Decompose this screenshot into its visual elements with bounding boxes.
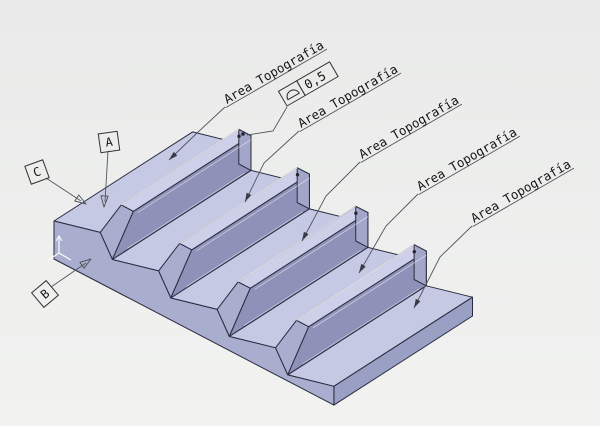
- highlight-edge: [137, 139, 252, 213]
- highlight-edge: [179, 167, 298, 244]
- leader-arrow: [359, 263, 366, 273]
- leader-dot: [241, 132, 245, 136]
- datum-arrow: [100, 195, 109, 208]
- leader-line: [244, 130, 300, 203]
- label-underline: [472, 167, 575, 228]
- datum-box: [97, 130, 121, 154]
- datum-flag-c[interactable]: C: [24, 159, 87, 205]
- model-face-rib-end-3[interactable]: [355, 205, 369, 248]
- rib-target-dot-4: [412, 250, 417, 254]
- label-underline: [225, 48, 328, 109]
- leader-line: [104, 150, 109, 203]
- rib-target-dot-1: [237, 134, 241, 138]
- leader-line: [358, 193, 419, 274]
- leader-arrow: [302, 231, 309, 241]
- leader-arrow: [169, 151, 178, 160]
- highlight-edge: [185, 211, 303, 288]
- axis-line: [46, 252, 60, 262]
- datum-letter[interactable]: A: [104, 135, 114, 150]
- leader-line: [246, 106, 288, 136]
- model-face-front[interactable]: [53, 220, 335, 406]
- model-3d-part[interactable]: [53, 128, 473, 406]
- axis-triad-icon: [46, 234, 72, 262]
- leader-line: [301, 161, 361, 242]
- leader-line: [50, 262, 87, 288]
- rib-target-dot-3: [354, 211, 358, 215]
- label-underline: [418, 135, 521, 196]
- datum-flag-a[interactable]: A: [97, 130, 121, 208]
- rib-target-dot-2: [295, 173, 300, 177]
- leader-arrow: [245, 192, 252, 202]
- leader-line: [413, 225, 473, 309]
- edge-highlights: [120, 128, 427, 365]
- highlight-edge: [127, 172, 245, 249]
- highlight-edge: [312, 254, 427, 329]
- axis-line: [58, 252, 72, 261]
- model-face-rib-end-1[interactable]: [238, 128, 252, 171]
- datum-box: [24, 159, 50, 185]
- highlight-edge: [237, 205, 356, 283]
- datum-arrow: [79, 258, 92, 269]
- label-underline: [360, 103, 463, 164]
- highlight-edge: [254, 216, 369, 290]
- highlight-edge: [195, 177, 310, 252]
- leader-line: [45, 177, 82, 202]
- highlight-edge: [296, 244, 415, 321]
- highlight-edge: [120, 128, 240, 206]
- leader-line: [168, 106, 226, 161]
- highlight-edge: [302, 288, 420, 365]
- surface-profile-icon: [286, 89, 300, 101]
- datum-box: [30, 279, 60, 309]
- datum-arrow: [74, 194, 87, 205]
- highlight-edge: [244, 249, 362, 326]
- leader-arrow: [414, 298, 421, 308]
- axis-arrow: [55, 234, 63, 242]
- fcf-value-cell: [296, 61, 339, 97]
- model-face-rib-end-4[interactable]: [413, 244, 427, 287]
- label-underline: [299, 72, 402, 133]
- datum-letter[interactable]: C: [31, 164, 43, 180]
- model-face-rib-end-2[interactable]: [296, 167, 310, 210]
